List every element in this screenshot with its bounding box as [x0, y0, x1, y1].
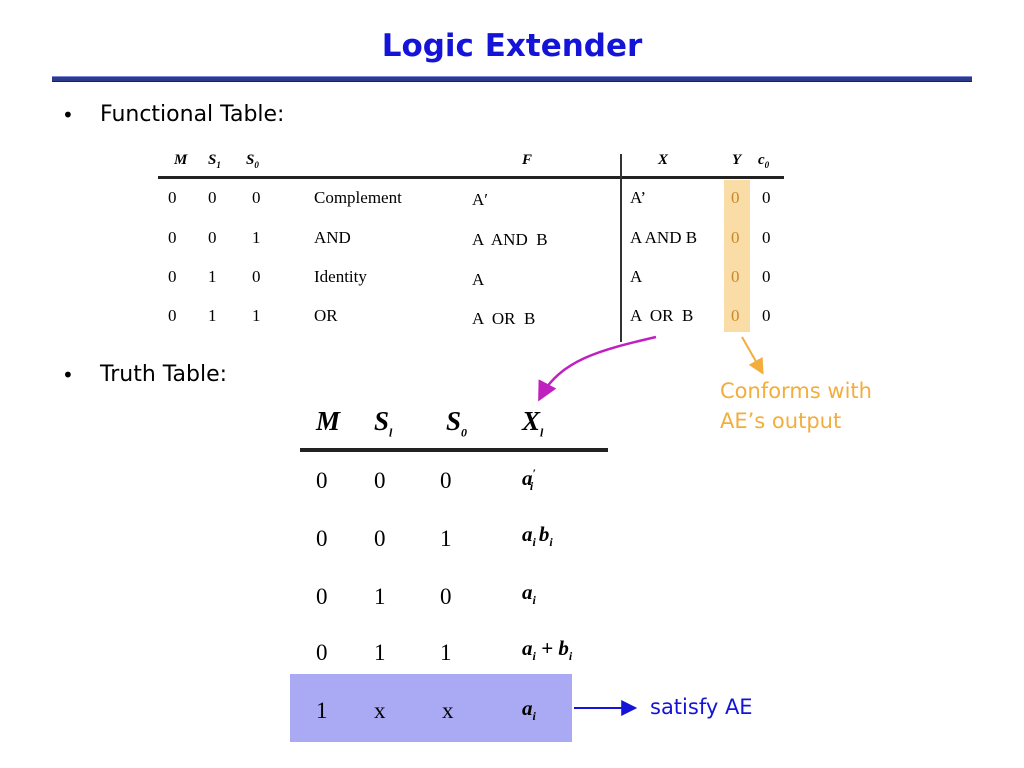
ft-cell-f: A OR B — [472, 309, 536, 328]
ft-cell-s0: 0 — [252, 267, 261, 286]
ft-cell-x: A — [630, 267, 643, 286]
tt-header-m: M — [316, 406, 341, 436]
tt-cell-s0: 1 — [440, 526, 452, 551]
tt-cell-s1: 0 — [374, 468, 386, 493]
ft-cell-op: OR — [314, 306, 338, 325]
bullet-functional-table: Functional Table: — [100, 102, 285, 127]
ft-cell-m: 0 — [168, 267, 177, 286]
tt-cell-s1: 1 — [374, 640, 386, 665]
ft-cell-s1: 1 — [208, 267, 217, 286]
ft-cell-y: 0 — [731, 228, 740, 247]
tt-cell-x: ai + bi — [522, 636, 573, 664]
ft-cell-m: 0 — [168, 228, 177, 247]
tt-cell-m: 1 — [316, 698, 328, 723]
row-highlight — [290, 674, 572, 742]
ft-cell-y: 0 — [731, 188, 740, 207]
tt-header-s0: S0 — [446, 406, 468, 440]
slide-title: Logic Extender — [381, 28, 643, 64]
ft-header-x: X — [658, 152, 669, 168]
ft-cell-y: 0 — [731, 306, 740, 325]
tt-cell-s0: x — [442, 698, 454, 723]
ft-header-m: M — [174, 152, 188, 168]
conforms-note-line2: AE’s output — [720, 409, 842, 433]
bullet-marker: • — [62, 103, 74, 127]
tt-cell-s0: 1 — [440, 640, 452, 665]
ft-cell-s1: 0 — [208, 188, 217, 207]
ft-cell-s0: 1 — [252, 228, 261, 247]
conforms-note: Conforms with AE’s output — [720, 376, 872, 436]
ft-header-s1: S1 — [208, 152, 221, 170]
ft-cell-m: 0 — [168, 188, 177, 207]
ft-cell-x: A OR B — [630, 306, 694, 325]
tt-cell-x: ai — [522, 580, 536, 608]
ft-cell-f: A — [472, 270, 485, 289]
ft-cell-x: A’ — [630, 188, 647, 207]
ft-header-c0: c0 — [758, 152, 770, 170]
ft-cell-y: 0 — [731, 267, 740, 286]
ft-cell-s0: 1 — [252, 306, 261, 325]
tt-cell-m: 0 — [316, 526, 328, 551]
ft-header-f: F — [522, 152, 533, 168]
ft-cell-m: 0 — [168, 306, 177, 325]
bullet-truth-table: Truth Table: — [100, 362, 228, 387]
ft-cell-op: Complement — [314, 188, 402, 207]
tt-header-rule — [300, 448, 608, 452]
ft-cell-c0: 0 — [762, 228, 771, 247]
ft-cell-c0: 0 — [762, 306, 771, 325]
functional-table: M S1 S0 F X Y c0 0 0 0 Complement A′ A’ … — [158, 148, 786, 344]
ft-header-y: Y — [732, 152, 742, 168]
tt-cell-m: 0 — [316, 584, 328, 609]
curved-arrow-to-x-column — [538, 335, 657, 402]
ft-header-rule — [158, 176, 784, 179]
tt-header-s1: Sl — [374, 406, 393, 440]
ft-cell-op: AND — [314, 228, 351, 247]
ft-cell-f: A′ — [472, 190, 488, 209]
tt-cell-x: ai — [522, 696, 536, 724]
tt-header-x: Xl — [522, 406, 544, 440]
tt-cell-s0: 0 — [440, 468, 452, 493]
ft-column-separator — [620, 154, 622, 342]
ft-cell-s0: 0 — [252, 188, 261, 207]
y-column-highlight — [724, 180, 750, 332]
tt-cell-m: 0 — [316, 640, 328, 665]
arrow-to-conforms-note — [741, 336, 764, 375]
tt-cell-s0: 0 — [440, 584, 452, 609]
tt-cell-m: 0 — [316, 468, 328, 493]
ft-header-s0: S0 — [246, 152, 259, 170]
conforms-note-line1: Conforms with — [720, 379, 872, 403]
tt-cell-s1: 0 — [374, 526, 386, 551]
bullet-marker: • — [62, 363, 74, 387]
satisfy-note: satisfy AE — [650, 695, 753, 719]
ft-cell-s1: 0 — [208, 228, 217, 247]
ft-cell-x: A AND B — [630, 228, 698, 247]
ft-cell-op: Identity — [314, 267, 367, 286]
ft-cell-f: A AND B — [472, 230, 548, 249]
ft-cell-s1: 1 — [208, 306, 217, 325]
tt-cell-s1: 1 — [374, 584, 386, 609]
tt-cell-x: a′i — [522, 466, 536, 494]
ft-cell-c0: 0 — [762, 188, 771, 207]
ft-cell-c0: 0 — [762, 267, 771, 286]
title-divider — [52, 76, 972, 82]
tt-cell-s1: x — [374, 698, 386, 723]
